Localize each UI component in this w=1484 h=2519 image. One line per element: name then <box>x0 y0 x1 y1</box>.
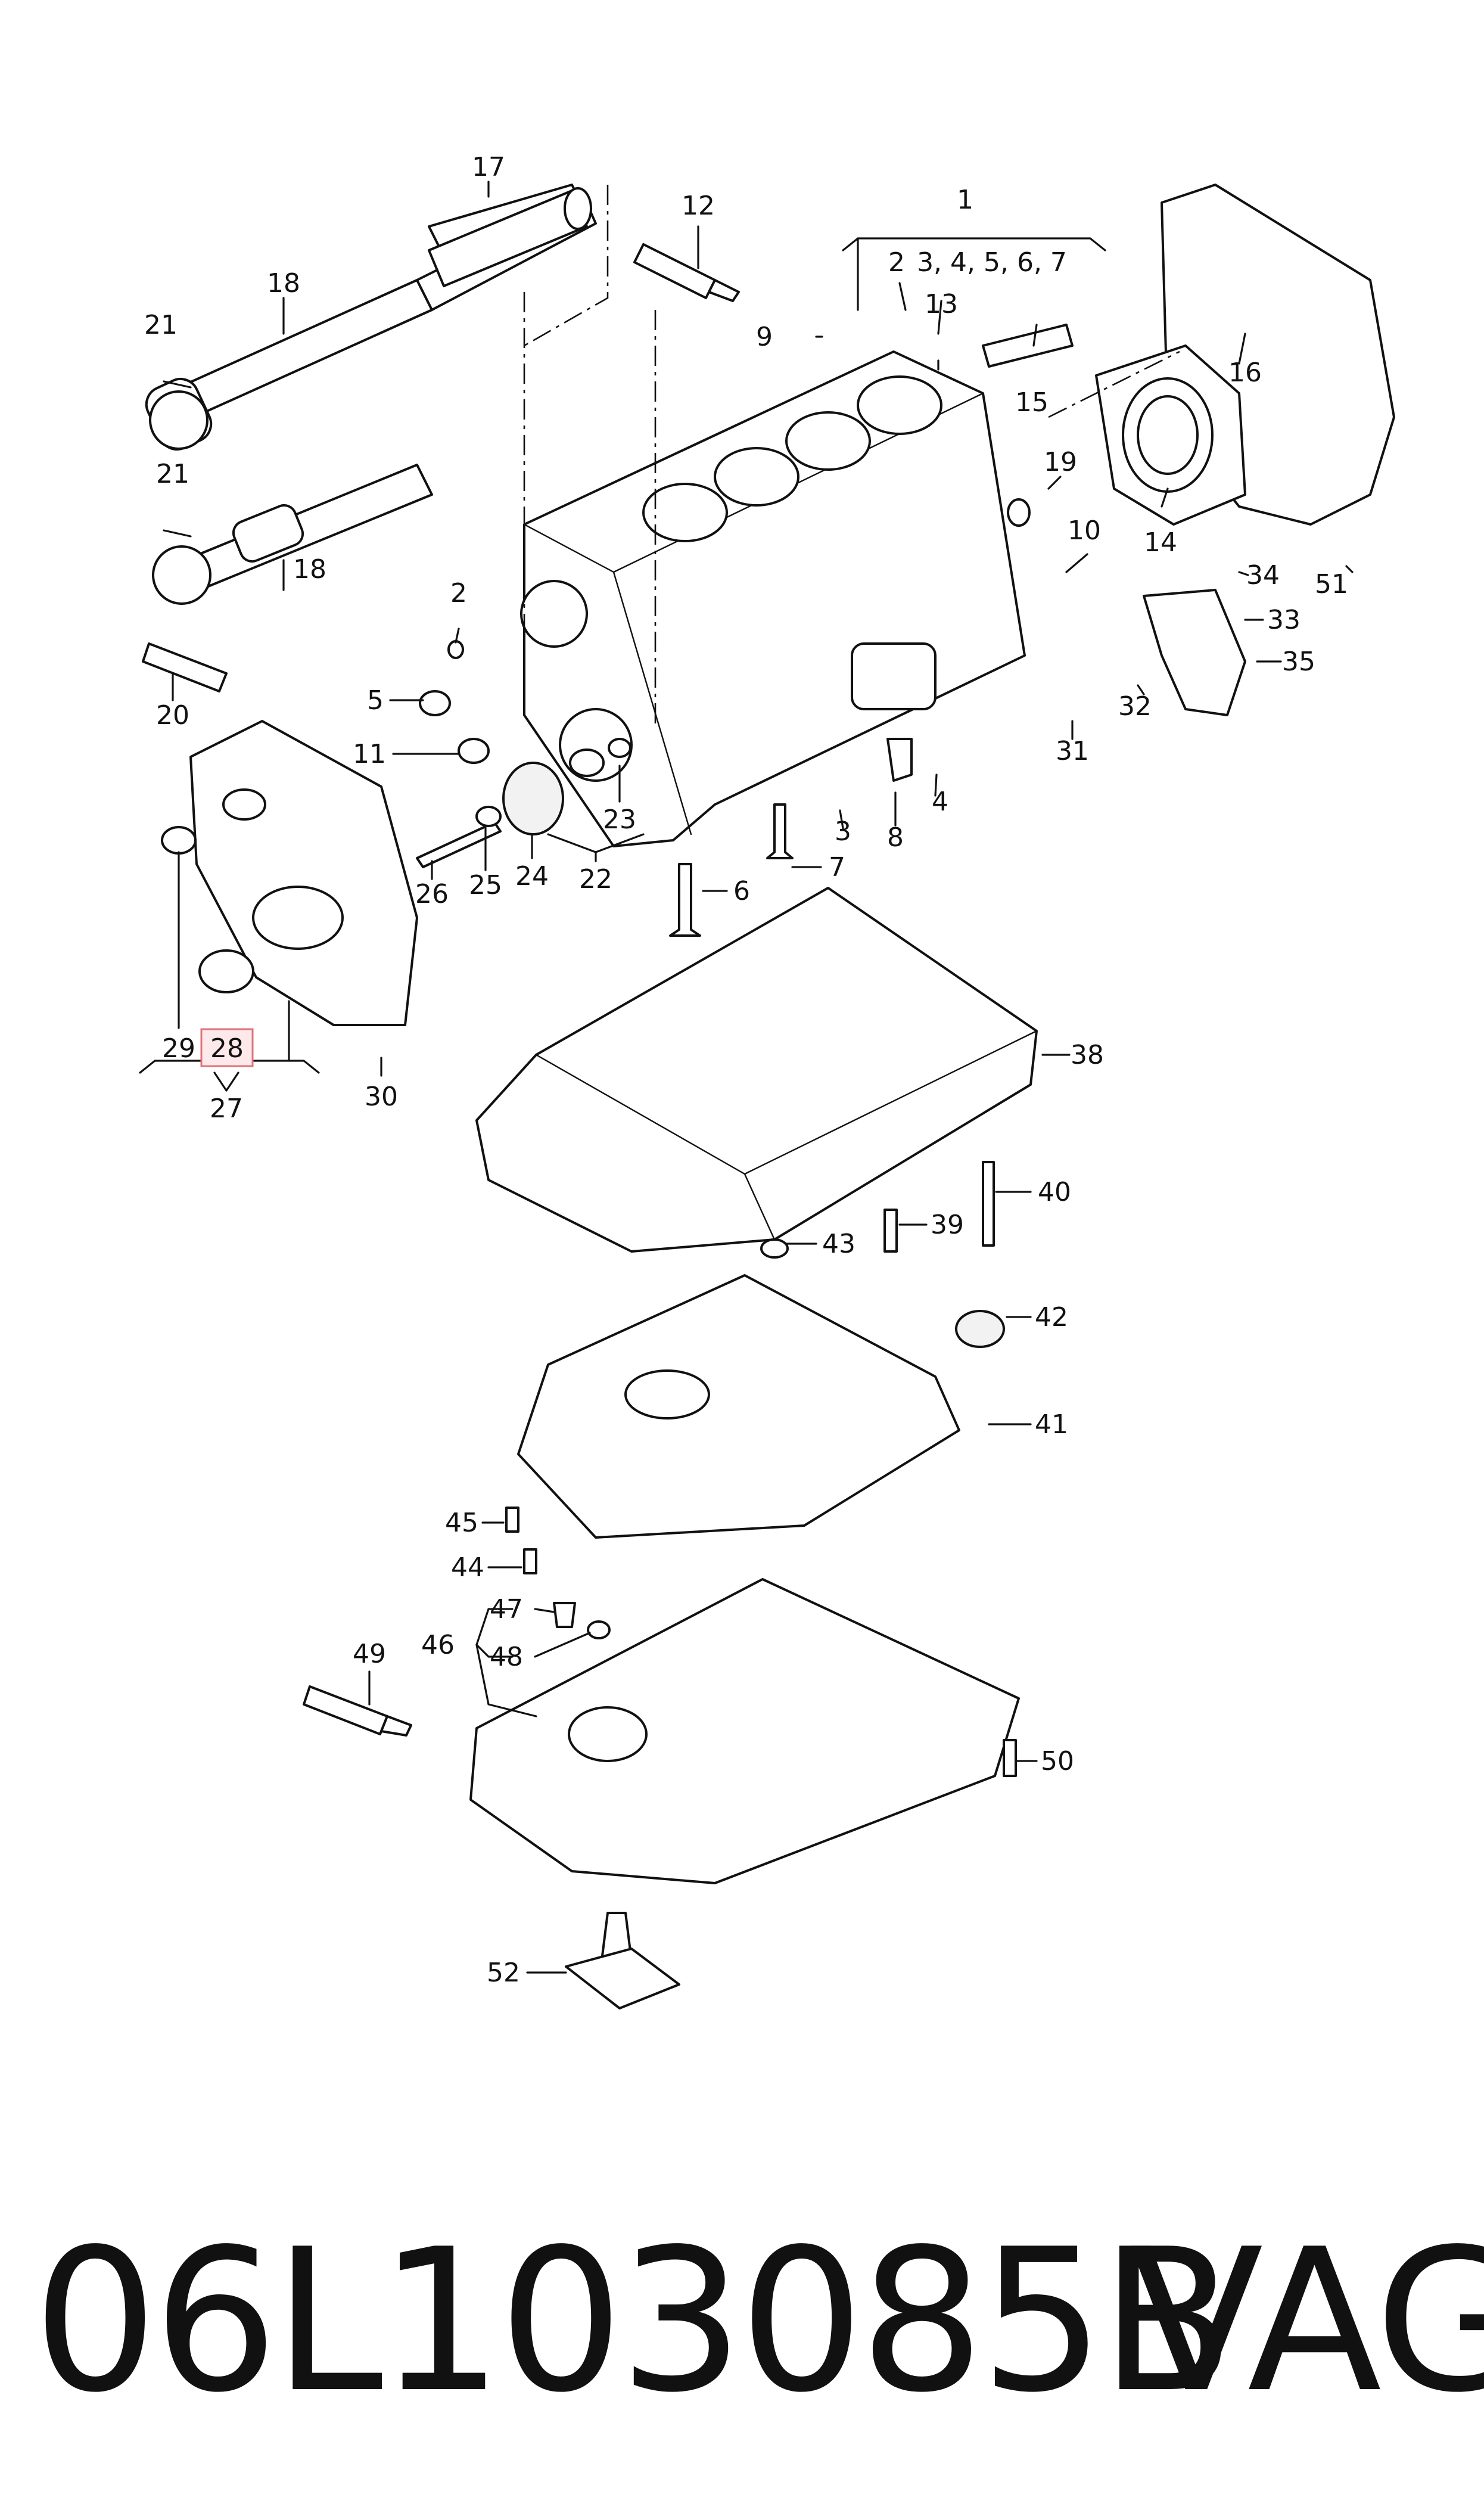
brand-label: VAG <box>1129 2207 1484 2436</box>
tube-17 <box>428 187 592 287</box>
bolt-45 <box>505 1507 519 1533</box>
bolt-50 <box>1003 1739 1017 1777</box>
callout-26: 26 <box>415 879 449 909</box>
callout-35: 35 <box>1282 647 1315 677</box>
bolt-26 <box>416 821 502 868</box>
valve-8 <box>886 738 913 782</box>
callout-39: 39 <box>931 1210 964 1240</box>
callout-20: 20 <box>156 700 189 731</box>
bolt-39 <box>883 1209 898 1253</box>
callout-27: 27 <box>210 1094 243 1124</box>
callout-43: 43 <box>822 1229 855 1259</box>
bush-22 <box>569 748 605 777</box>
callout-32: 32 <box>1118 691 1152 722</box>
callout-31: 31 <box>1056 736 1089 766</box>
bolt-40 <box>982 1161 995 1247</box>
gear-24 <box>502 762 564 835</box>
sealant-tube-15 <box>982 324 1074 368</box>
bolt-44 <box>523 1548 537 1574</box>
callout-6: 6 <box>733 876 750 906</box>
seal-43 <box>760 1238 789 1259</box>
callout-labels: 1 3, 4, 5, 6, 7 2 2 3 4 5 6 7 8 9 10 11 … <box>144 152 1348 1988</box>
ring-19 <box>1007 498 1031 527</box>
callout-7: 7 <box>829 852 845 883</box>
callout-17: 17 <box>472 152 505 182</box>
callout-51: 51 <box>1315 569 1348 600</box>
callout-49: 49 <box>353 1639 386 1669</box>
callout-14: 14 <box>1144 527 1177 558</box>
balance-shaft-lower <box>152 464 433 605</box>
seal-28 <box>198 949 254 993</box>
baffle-41 <box>517 1274 960 1539</box>
callout-29: 29 <box>162 1033 195 1064</box>
callout-11: 11 <box>353 739 386 769</box>
callout-2a: 2 <box>888 247 905 278</box>
callout-5: 5 <box>367 685 384 716</box>
callout-50: 50 <box>1041 1746 1074 1776</box>
callout-30: 30 <box>365 1082 398 1112</box>
sealant-tube-49 <box>303 1685 412 1737</box>
callout-18b: 18 <box>293 554 326 585</box>
callout-18a: 18 <box>267 268 300 299</box>
callout-12: 12 <box>682 191 715 221</box>
callout-28: 28 <box>210 1033 244 1064</box>
callout-46: 46 <box>421 1630 455 1660</box>
callout-15: 15 <box>1015 387 1049 418</box>
callout-34: 34 <box>1246 560 1280 591</box>
callout-48: 48 <box>490 1642 523 1672</box>
callout-9: 9 <box>756 322 773 352</box>
callout-40: 40 <box>1038 1177 1071 1207</box>
bush-5 <box>419 690 451 716</box>
part-number: 06L103085B <box>33 2207 1235 2436</box>
callout-8: 8 <box>887 822 904 853</box>
callout-45: 45 <box>445 1508 478 1538</box>
callout-2b: 2 <box>450 578 467 608</box>
highlight-box-28 <box>200 1028 254 1067</box>
callout-4: 4 <box>932 787 948 817</box>
pin-2 <box>447 640 464 659</box>
ring-23 <box>608 738 631 758</box>
ref-line-4 <box>1048 350 1180 418</box>
callout-21b: 21 <box>156 459 189 489</box>
callout-47: 47 <box>490 1594 523 1625</box>
callout-16: 16 <box>1228 358 1262 388</box>
callout-23: 23 <box>603 805 636 835</box>
plug-47 <box>553 1602 576 1628</box>
sealant-tube-12 <box>633 243 740 302</box>
bracket-33 <box>1143 589 1246 716</box>
sealant-tube-20 <box>142 642 228 692</box>
bolt-7 <box>766 803 794 859</box>
callout-42: 42 <box>1035 1302 1068 1333</box>
callout-1: 1 <box>957 185 973 215</box>
callout-leaders <box>139 181 1354 1974</box>
seal-flange-14 <box>1095 344 1246 526</box>
callout-44: 44 <box>451 1552 484 1583</box>
washer-48 <box>587 1620 611 1639</box>
oil-pan-upper-38 <box>475 887 1038 1253</box>
plug-42 <box>955 1310 1005 1348</box>
oil-pan-lower <box>469 1578 1020 1884</box>
callout-21a: 21 <box>144 310 178 340</box>
front-cover-27 <box>189 720 418 1026</box>
callout-24: 24 <box>515 861 549 892</box>
callout-1-sub: 3, 4, 5, 6, 7 <box>917 247 1067 278</box>
callout-38: 38 <box>1071 1040 1104 1070</box>
callout-25: 25 <box>469 870 502 900</box>
sensor-52 <box>565 1912 680 2009</box>
ref-line-1 <box>524 185 609 347</box>
callout-10: 10 <box>1068 515 1101 546</box>
callout-33: 33 <box>1267 605 1301 635</box>
callout-13: 13 <box>925 289 958 319</box>
washer-25 <box>475 806 502 827</box>
seal-29 <box>161 826 197 855</box>
callout-52: 52 <box>487 1958 520 1988</box>
callout-19: 19 <box>1044 447 1077 477</box>
callout-41: 41 <box>1035 1409 1068 1440</box>
engine-block <box>520 350 1026 847</box>
callout-22: 22 <box>579 864 612 894</box>
bolt-6 <box>669 863 701 937</box>
bush-11 <box>458 738 490 764</box>
callout-3: 3 <box>835 816 851 847</box>
